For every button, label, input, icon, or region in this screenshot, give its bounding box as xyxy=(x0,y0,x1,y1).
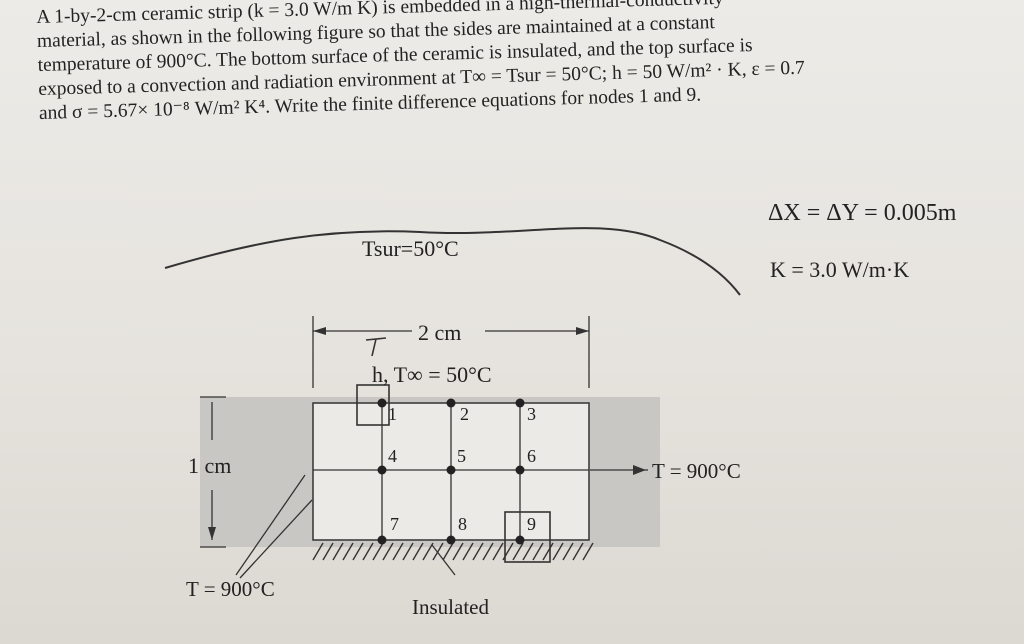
insulation-hatch xyxy=(312,542,594,561)
node-1-dot xyxy=(377,398,387,408)
right-temperature: T = 900°C xyxy=(652,459,741,483)
node-label-1: 1 xyxy=(388,404,397,424)
node-7-dot xyxy=(377,535,387,545)
node-label-9: 9 xyxy=(527,514,536,534)
height-arrow-bottom xyxy=(208,527,216,540)
insulated-label: Insulated xyxy=(412,595,489,619)
node-label-7: 7 xyxy=(390,514,399,534)
left-leader-1 xyxy=(235,474,306,576)
node-label-6: 6 xyxy=(527,446,536,466)
left-leader-2 xyxy=(239,499,313,579)
handwritten-delta: ΔX = ΔY = 0.005m xyxy=(768,200,957,226)
node-3-dot xyxy=(515,398,525,408)
width-label: 2 cm xyxy=(418,320,461,345)
node-9-dot xyxy=(515,535,525,545)
node-label-3: 3 xyxy=(527,404,536,424)
node-label-5: 5 xyxy=(457,446,466,466)
node-6-dot xyxy=(515,465,525,475)
node-2-dot xyxy=(446,398,456,408)
tsur-label: Tsur=50°C xyxy=(362,236,459,261)
node-label-2: 2 xyxy=(460,404,469,424)
handwritten-k: K = 3.0 W/m·K xyxy=(770,257,909,282)
control-volume-node-1 xyxy=(356,384,390,426)
convection-label: h, T∞ = 50°C xyxy=(372,362,492,387)
insulated-leader xyxy=(431,544,456,576)
node-label-4: 4 xyxy=(388,446,397,466)
node-dots xyxy=(377,398,525,545)
node-8-dot xyxy=(446,535,456,545)
right-arrow xyxy=(633,465,646,475)
node-label-8: 8 xyxy=(458,514,467,534)
left-temperature: T = 900°C xyxy=(186,577,275,601)
control-volume-node-9 xyxy=(504,511,551,563)
handwritten-mark xyxy=(365,337,387,357)
width-arrow-left xyxy=(313,327,326,335)
height-label: 1 cm xyxy=(188,453,231,478)
node-4-dot xyxy=(377,465,387,475)
environment-curve xyxy=(164,227,741,296)
width-arrow-right xyxy=(576,327,589,335)
node-5-dot xyxy=(446,465,456,475)
